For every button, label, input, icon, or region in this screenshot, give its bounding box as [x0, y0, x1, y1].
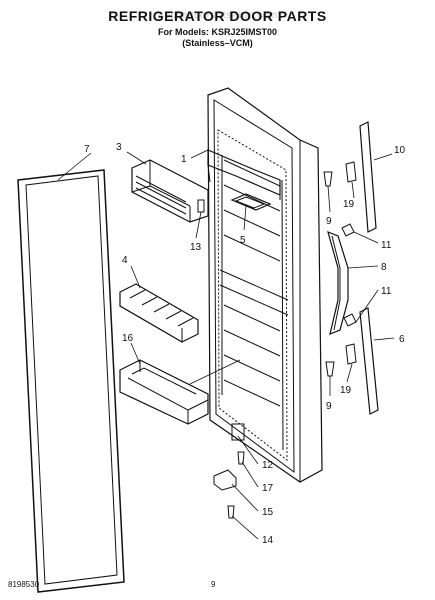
- hinge-bushing: [231, 423, 245, 441]
- callout-7: 7: [84, 144, 90, 155]
- door-stop-pin: [197, 199, 205, 213]
- trim-strip-upper: [359, 121, 377, 233]
- callout-1: 1: [181, 154, 187, 165]
- page-number: 9: [211, 580, 216, 589]
- dairy-door: [131, 159, 209, 223]
- callout-3: 3: [116, 142, 122, 153]
- page-title: REFRIGERATOR DOOR PARTS: [108, 8, 327, 24]
- handle-screw-lower: [325, 361, 335, 377]
- callout-9-lower: 9: [326, 401, 332, 412]
- callout-11-lower: 11: [381, 286, 392, 297]
- callout-6: 6: [399, 334, 405, 345]
- utility-bin: [230, 193, 272, 211]
- hinge-screw-bottom: [227, 505, 235, 519]
- callout-12: 12: [262, 460, 274, 471]
- callout-16: 16: [122, 333, 134, 344]
- callout-14: 14: [262, 535, 274, 546]
- door-liner: [207, 87, 323, 483]
- callout-17: 17: [262, 483, 274, 494]
- variant-line: (Stainless–VCM): [182, 38, 253, 48]
- trim-strip-lower: [359, 307, 379, 415]
- egg-bin: [119, 283, 199, 343]
- callout-8: 8: [381, 262, 387, 273]
- door-handle: [327, 230, 349, 335]
- door-stop-lower: [345, 343, 357, 365]
- callout-15: 15: [262, 507, 274, 518]
- callout-19-upper: 19: [343, 199, 355, 210]
- callout-10: 10: [394, 145, 406, 156]
- screw-cover-upper: [341, 223, 355, 237]
- door-gasket: [17, 169, 125, 593]
- callout-labels: 7 1 3 13 5 4 16 10 19 9 11 8 11 6 19 9 1…: [84, 142, 406, 546]
- callout-19-lower: 19: [340, 385, 352, 396]
- models-line: For Models: KSRJ25IMST00: [157, 27, 278, 37]
- leader-lines: [57, 149, 395, 540]
- hinge-bracket: [213, 469, 237, 491]
- watermark: AppliancePartsPros.com: [157, 10, 278, 21]
- dairy-cover: [207, 149, 281, 200]
- part-number: 8198530: [8, 580, 40, 589]
- hinge-screw-small: [237, 451, 245, 465]
- callout-4: 4: [122, 255, 128, 266]
- handle-screw-upper: [323, 171, 333, 187]
- door-stop-upper: [345, 161, 357, 183]
- screw-cover-lower: [343, 313, 357, 327]
- callout-11-upper: 11: [381, 240, 392, 251]
- door-bin: [119, 359, 209, 425]
- callout-5: 5: [240, 235, 246, 246]
- callout-9-upper: 9: [326, 216, 332, 227]
- callout-13: 13: [190, 242, 202, 253]
